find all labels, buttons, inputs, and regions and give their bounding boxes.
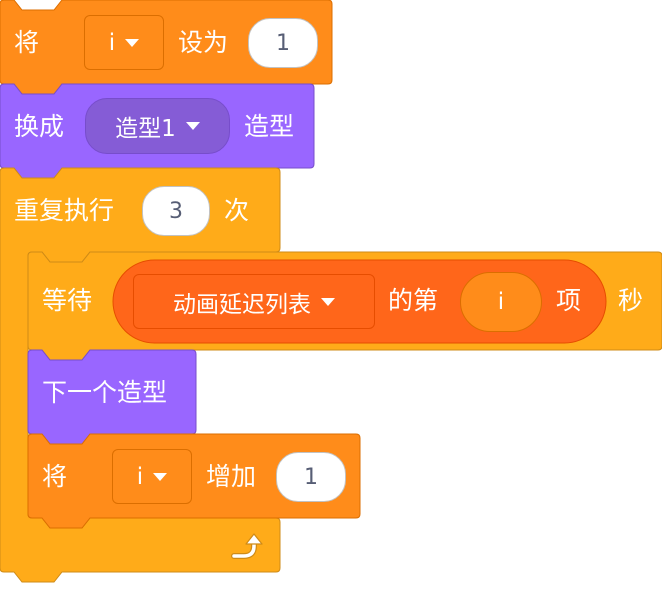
chevron-down-icon	[321, 297, 335, 306]
wait-unit: 秒	[618, 286, 644, 315]
repeat-times-input[interactable]: 3	[142, 186, 210, 236]
next-costume-label: 下一个造型	[42, 378, 168, 407]
item-of-label: 的第	[388, 286, 439, 315]
list-dropdown[interactable]: 动画延迟列表	[133, 274, 375, 329]
repeat-suffix: 次	[224, 196, 250, 225]
chevron-down-icon	[153, 472, 168, 481]
set-var-name: i	[108, 29, 116, 56]
switch-costume-suffix: 造型	[244, 112, 295, 141]
wait-verb: 等待	[42, 286, 93, 315]
change-var-name: i	[136, 463, 144, 490]
chevron-down-icon	[185, 122, 200, 130]
costume-name: 造型1	[115, 116, 176, 142]
change-var-dropdown[interactable]: i	[112, 449, 192, 504]
set-var-to: 设为	[178, 28, 229, 57]
loop-arrow-icon	[231, 533, 263, 559]
set-var-value-input[interactable]: 1	[248, 18, 318, 68]
repeat-verb: 重复执行	[14, 196, 115, 225]
item-index-reporter[interactable]: i	[460, 272, 542, 332]
item-index-name: i	[497, 289, 505, 315]
change-var-by: 增加	[206, 462, 257, 491]
change-var-block-shape	[27, 433, 361, 529]
list-name: 动画延迟列表	[173, 291, 311, 318]
change-var-value-input[interactable]: 1	[276, 452, 346, 502]
costume-menu[interactable]: 造型1	[85, 98, 230, 154]
change-var-verb: 将	[42, 462, 68, 491]
set-var-dropdown[interactable]: i	[84, 15, 164, 70]
item-label: 项	[556, 286, 582, 315]
set-var-verb: 将	[14, 28, 40, 57]
chevron-down-icon	[125, 38, 140, 47]
switch-costume-verb: 换成	[14, 112, 65, 141]
